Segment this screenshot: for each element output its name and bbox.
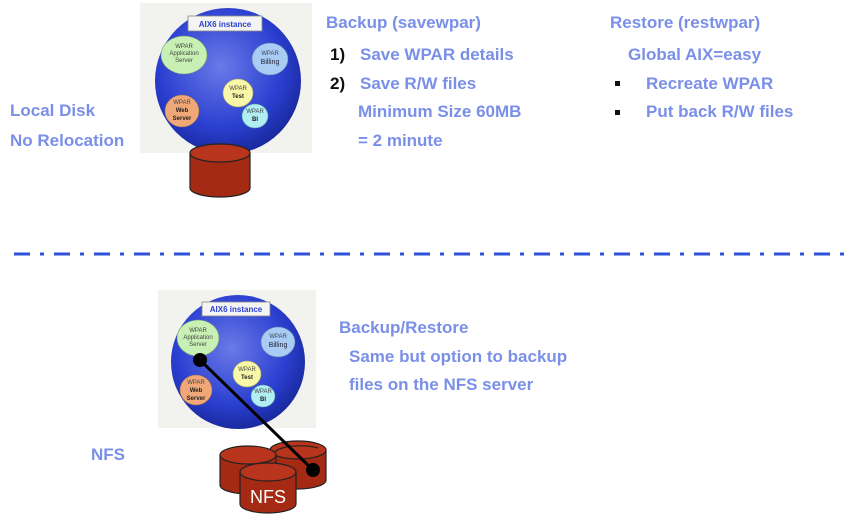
restore-bullet-1 [615,81,620,86]
wpar-web-server [164,94,200,128]
svg-text:Application: Application [169,51,198,57]
svg-text:WPAR: WPAR [261,51,279,57]
svg-text:WPAR: WPAR [187,380,205,386]
svg-text:Server: Server [189,342,207,348]
svg-text:Test: Test [232,94,244,100]
nfs-disk-label: NFS [250,487,286,507]
svg-text:Test: Test [241,375,253,381]
backup-duration: = 2 minute [358,131,443,150]
wpar-instance-diagram-top: AIX6 instance WPAR Application Server WP… [140,3,312,198]
svg-text:WPAR: WPAR [229,86,247,92]
wpar-instance-diagram-bottom: AIX6 instance WPAR Application Server WP… [158,290,327,514]
svg-text:BI: BI [260,397,266,403]
svg-text:WPAR: WPAR [269,334,287,340]
connection-endpoint-wpar [193,353,207,367]
svg-text:Server: Server [175,58,193,64]
svg-text:WPAR: WPAR [175,44,193,50]
aix-instance-title-bottom: AIX6 instance [210,305,263,314]
backup-item-1-text: Save WPAR details [360,45,514,64]
restore-item-2: Put back R/W files [646,102,794,121]
backup-minimum-size: Minimum Size 60MB [358,102,522,121]
connection-endpoint-nfs [306,463,320,477]
svg-text:Billing: Billing [261,59,280,66]
svg-text:WPAR: WPAR [254,389,272,395]
nfs-connection-line [198,358,315,472]
section-divider [14,252,850,256]
svg-text:WPAR: WPAR [246,109,264,115]
restore-bullet-2 [615,110,620,115]
nfs-backup-line-1: Same but option to backup [349,347,568,366]
nfs-disk-cluster-icon: NFS [219,440,327,514]
nfs-backup-title: Backup/Restore [339,318,469,337]
svg-text:WPAR: WPAR [173,100,191,106]
svg-text:Billing: Billing [269,342,288,349]
nfs-side-label: NFS [91,445,125,464]
backup-title: Backup (savewpar) [326,13,481,32]
svg-text:Web: Web [176,108,189,114]
wpar-application-server [160,35,208,75]
svg-text:WPAR: WPAR [238,367,256,373]
backup-item-1-number: 1) [330,45,346,64]
svg-text:Application: Application [183,335,212,341]
wpar-bi [241,103,269,129]
restore-subtitle: Global AIX=easy [628,45,762,64]
backup-item-2-text: Save R/W files [360,74,477,93]
no-relocation-label: No Relocation [10,131,125,150]
svg-text:Web: Web [190,388,203,394]
svg-text:Server: Server [173,116,192,122]
restore-item-1: Recreate WPAR [646,74,774,93]
backup-item-2-number: 2) [330,74,346,93]
restore-title: Restore (restwpar) [610,13,761,32]
svg-text:WPAR: WPAR [189,328,207,334]
local-disk-icon [189,143,251,198]
svg-text:Server: Server [187,396,206,402]
wpar-test [222,78,254,108]
wpar-billing [251,42,289,76]
nfs-backup-line-2: files on the NFS server [349,375,534,394]
local-disk-label: Local Disk [10,101,96,120]
svg-text:BI: BI [252,117,258,123]
aix-instance-title: AIX6 instance [199,20,252,29]
